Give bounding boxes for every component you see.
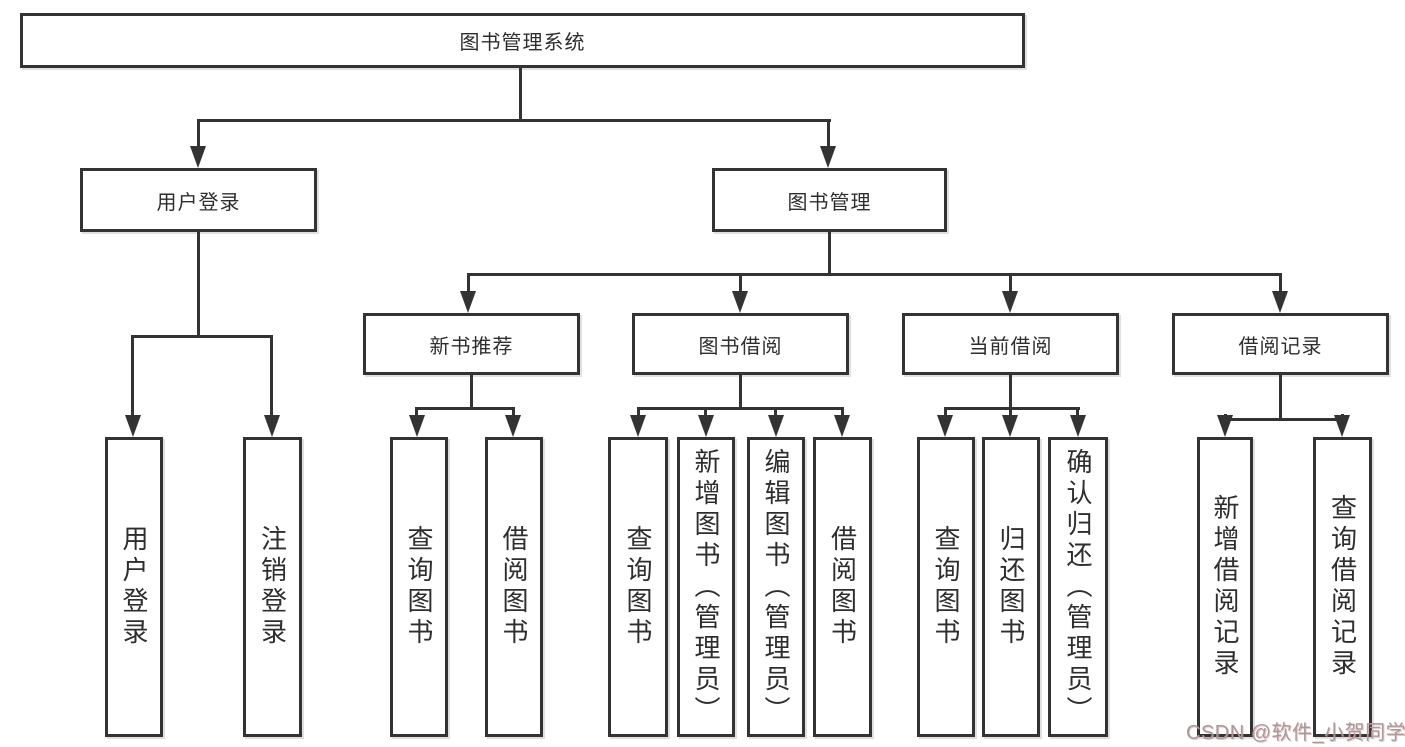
leaf-record-add: 新增借阅记录 xyxy=(1197,437,1253,737)
arrowhead-icon xyxy=(460,291,476,313)
arrowhead-icon xyxy=(1002,291,1018,313)
connector-line xyxy=(1009,273,1012,295)
leaf-record-query: 查询借阅记录 xyxy=(1313,437,1372,737)
node-new-book: 新书推荐 xyxy=(363,313,580,375)
arrowhead-icon xyxy=(1334,415,1350,437)
connector-line xyxy=(1009,375,1012,410)
connector-line xyxy=(739,273,742,295)
connector-line xyxy=(774,407,777,419)
arrowhead-icon xyxy=(1272,291,1288,313)
csdn-watermark: CSDN @软件_小贺同学 xyxy=(1186,722,1405,744)
connector-line xyxy=(827,119,830,149)
arrowhead-icon xyxy=(768,415,784,437)
arrowhead-icon xyxy=(732,291,748,313)
leaf-current-return: 归还图书 xyxy=(982,437,1040,737)
arrowhead-icon xyxy=(820,146,836,168)
connector-line xyxy=(828,232,831,276)
connector-line xyxy=(197,232,200,338)
leaf-borrow-query: 查询图书 xyxy=(608,437,668,737)
leaf-new-book-query: 查询图书 xyxy=(390,437,448,737)
arrowhead-icon xyxy=(505,415,521,437)
leaf-borrow-add: 新增图书（管理员） xyxy=(677,437,735,737)
connector-line xyxy=(944,407,1080,410)
connector-line xyxy=(1009,407,1012,419)
connector-line xyxy=(1076,407,1079,419)
arrowhead-icon xyxy=(834,415,850,437)
leaf-logout: 注销登录 xyxy=(243,437,302,737)
connector-line xyxy=(270,335,273,417)
arrowhead-icon xyxy=(190,146,206,168)
arrowhead-icon xyxy=(698,415,714,437)
connector-line xyxy=(470,375,473,410)
leaf-borrow-edit: 编辑图书（管理员） xyxy=(747,437,805,737)
leaf-current-confirm: 确认归还（管理员） xyxy=(1048,437,1108,737)
connector-line xyxy=(637,407,640,419)
connector-line xyxy=(197,119,200,149)
connector-line xyxy=(1224,418,1345,421)
connector-line xyxy=(467,273,470,295)
connector-line xyxy=(415,407,418,419)
node-book-management: 图书管理 xyxy=(712,168,947,232)
connector-line xyxy=(197,119,831,122)
connector-line xyxy=(131,335,134,417)
arrowhead-icon xyxy=(125,415,141,437)
node-current-borrow: 当前借阅 xyxy=(902,313,1119,375)
connector-line xyxy=(131,335,273,338)
node-root: 图书管理系统 xyxy=(20,13,1025,68)
arrowhead-icon xyxy=(1002,415,1018,437)
connector-line xyxy=(415,407,515,410)
connector-line xyxy=(519,66,522,122)
connector-line xyxy=(841,407,844,419)
node-user-login: 用户登录 xyxy=(80,168,317,232)
leaf-user-login: 用户登录 xyxy=(105,437,163,737)
arrowhead-icon xyxy=(630,415,646,437)
connector-line xyxy=(739,375,742,410)
arrowhead-icon xyxy=(1070,415,1086,437)
arrowhead-icon xyxy=(1217,415,1233,437)
node-borrow-record: 借阅记录 xyxy=(1172,313,1389,375)
connector-line xyxy=(1279,375,1282,421)
connector-line xyxy=(637,407,844,410)
leaf-borrow-borrow: 借阅图书 xyxy=(813,437,872,737)
leaf-new-book-borrow: 借阅图书 xyxy=(485,437,543,737)
node-book-borrow: 图书借阅 xyxy=(632,313,849,375)
connector-line xyxy=(1279,273,1282,295)
arrowhead-icon xyxy=(409,415,425,437)
connector-line xyxy=(944,407,947,419)
leaf-current-query: 查询图书 xyxy=(917,437,975,737)
connector-line xyxy=(512,407,515,419)
connector-line xyxy=(704,407,707,419)
arrowhead-icon xyxy=(937,415,953,437)
connector-line xyxy=(467,273,1281,276)
arrowhead-icon xyxy=(264,415,280,437)
